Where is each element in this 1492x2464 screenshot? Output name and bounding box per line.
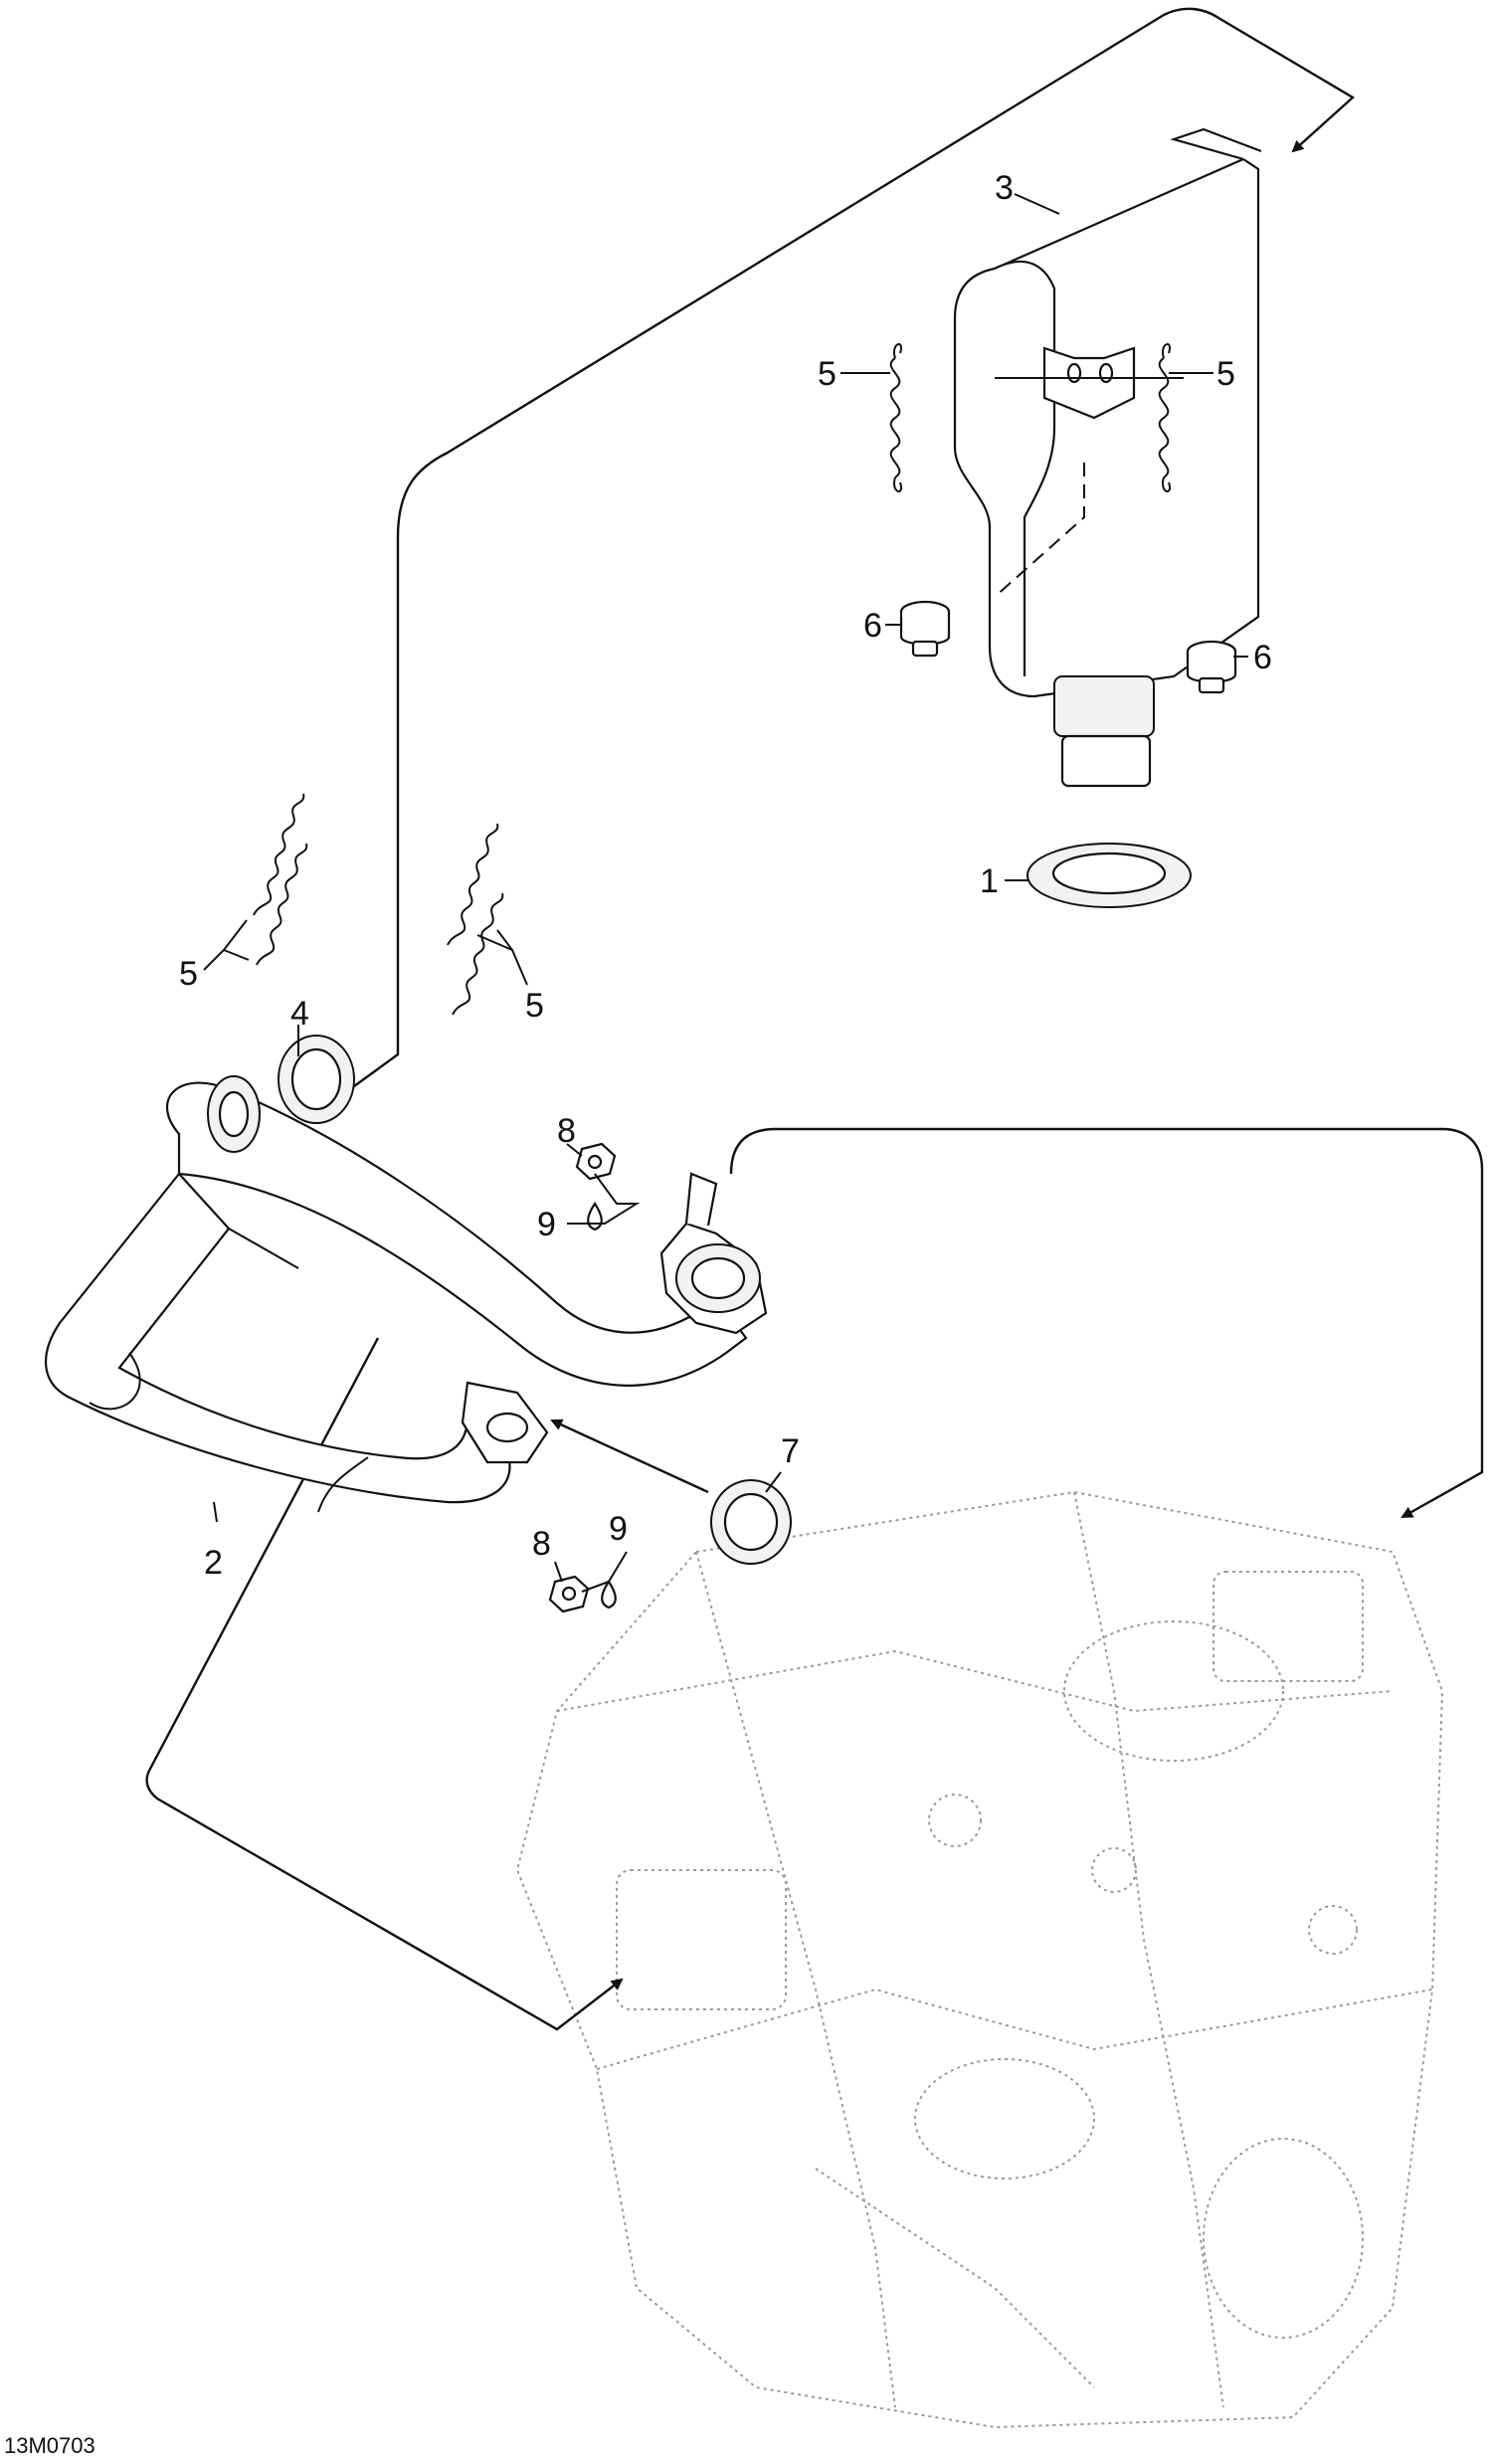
springs-left-pair [253, 793, 308, 966]
nut-lower [548, 1575, 590, 1613]
washer-lower [601, 1580, 617, 1610]
callout-8-lower: 8 [532, 1525, 551, 1563]
callout-6-right: 6 [1253, 639, 1272, 676]
spring-left-muffler [889, 343, 903, 492]
engine-outline [515, 1490, 1444, 2429]
callout-6-left: 6 [863, 607, 882, 645]
bumper-left [899, 600, 951, 658]
nut-upper [575, 1142, 617, 1181]
gasket-ring-engine [710, 1479, 792, 1565]
callout-5-muffler-left: 5 [818, 355, 837, 393]
callout-8-upper: 8 [557, 1112, 576, 1150]
header-pipe [45, 1075, 768, 1513]
muffler [953, 127, 1262, 788]
callout-5-muffler-right: 5 [1216, 355, 1235, 393]
callout-5-left-pair: 5 [179, 955, 198, 993]
callout-labels: 3 5 5 6 6 1 5 5 4 8 9 7 2 8 9 [179, 169, 1272, 1582]
spring-right-muffler [1158, 343, 1172, 492]
callout-2: 2 [204, 1544, 223, 1582]
callout-1: 1 [980, 862, 999, 900]
leader-lines [203, 193, 1248, 1593]
springs-right-pair [447, 823, 504, 1016]
routing-lines [145, 7, 1484, 2031]
callout-9-upper: 9 [537, 1206, 556, 1243]
gasket-ring-muffler [1026, 843, 1192, 908]
callout-5-right-pair: 5 [525, 987, 544, 1025]
gasket-ring-header [278, 1035, 355, 1124]
callout-4: 4 [290, 995, 309, 1033]
drawing-code: 13M0703 [4, 2433, 95, 2458]
washer-upper [587, 1202, 603, 1232]
callout-7: 7 [781, 1432, 800, 1470]
bumper-right [1186, 640, 1237, 694]
callout-9-lower: 9 [609, 1510, 628, 1548]
callout-3: 3 [995, 169, 1014, 207]
